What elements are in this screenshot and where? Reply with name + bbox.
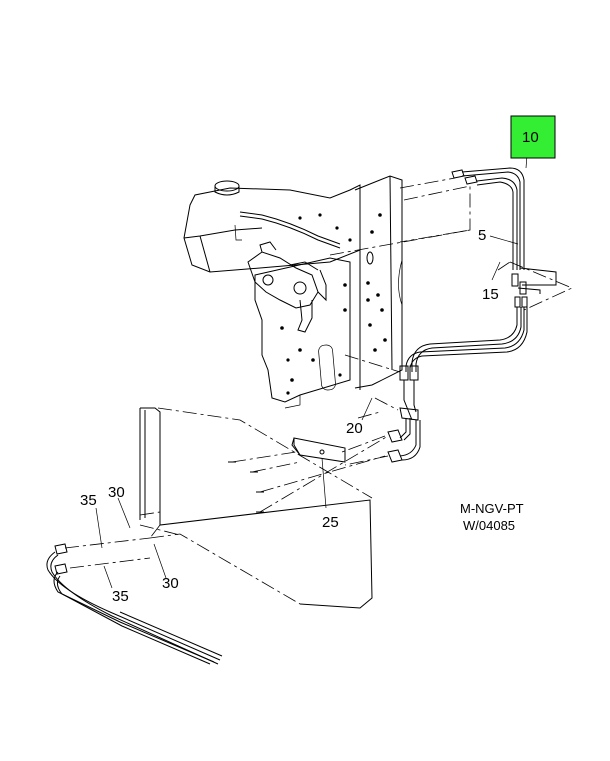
- callout-30-upper: 30: [108, 484, 125, 501]
- callout-5: 5: [478, 227, 486, 244]
- highlight-box-10: [510, 115, 556, 159]
- callout-25: 25: [322, 514, 339, 531]
- assembly-lines: [64, 177, 573, 569]
- tank-frame-assembly: [183, 175, 403, 409]
- callout-20: 20: [346, 420, 363, 437]
- lines-30-35: [46, 543, 223, 665]
- callout-30-lower: 30: [162, 575, 179, 592]
- reference-id: W/04085: [463, 518, 515, 533]
- callout-10: 10: [522, 129, 539, 146]
- lower-panel: [139, 407, 373, 609]
- bracket-25: [228, 437, 346, 513]
- callout-35-upper: 35: [80, 492, 97, 509]
- reference-code: M-NGV-PT: [460, 501, 524, 516]
- callout-35-lower: 35: [112, 588, 129, 605]
- callout-15: 15: [482, 286, 499, 303]
- fuel-line-5: [387, 167, 557, 463]
